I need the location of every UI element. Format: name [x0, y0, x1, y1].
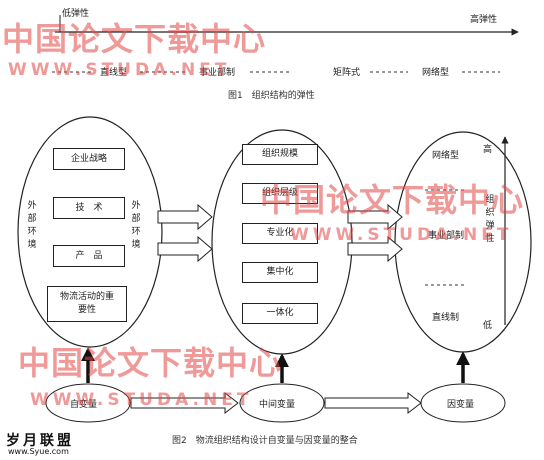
figure1-caption: 图1 组织结构的弹性 — [228, 91, 315, 101]
scale-high-label: 高 — [483, 145, 493, 155]
box-centralization: 集中化 — [242, 262, 318, 283]
dependent-network: 网络型 — [432, 151, 460, 161]
box-technology: 技 术 — [53, 197, 125, 219]
type-network: 网络型 — [422, 68, 450, 78]
node-intermediate-label: 中间变量 — [259, 400, 296, 410]
hollow-arrows — [157, 203, 403, 263]
watermark-url: WWW.STUDA.NET — [30, 390, 253, 410]
external-environment-left: 外部环境 — [27, 201, 37, 250]
watermark-text: 中国论文下载中心 — [18, 344, 283, 382]
box-specialization: 专业化 — [242, 223, 318, 244]
type-division: 事业部制 — [199, 68, 236, 78]
node-independent-label: 自变量 — [70, 400, 98, 410]
scale-low-label: 低 — [483, 321, 493, 331]
watermark-url: WWW.STUDA.NET — [290, 225, 513, 245]
independent-variables-ellipse — [17, 116, 163, 348]
watermark-text: 中国论文下载中心 — [2, 20, 267, 58]
box-org-levels: 组织层级 — [242, 183, 318, 204]
bold-up-arrows — [81, 347, 470, 383]
high-elasticity-label: 高弹性 — [470, 15, 498, 25]
box-product: 产 品 — [53, 245, 125, 267]
node-dependent-label: 因变量 — [447, 400, 475, 410]
external-environment-right: 外部环境 — [131, 201, 141, 250]
bottom-hollow-arrows — [130, 391, 422, 415]
figure2-caption: 图2 物流组织结构设计自变量与因变量的整合 — [172, 436, 358, 446]
type-line: 直线型 — [100, 68, 128, 78]
dependent-dashes — [425, 189, 466, 286]
box-integration: 一体化 — [242, 303, 318, 324]
site-logo: 岁月联盟 — [6, 433, 74, 449]
box-enterprise-strategy: 企业战略 — [53, 148, 125, 170]
box-org-scale: 组织规模 — [242, 144, 318, 165]
watermark-url: WWW.STUDA.NET — [8, 60, 231, 80]
type-matrix: 矩阵式 — [333, 68, 361, 78]
low-elasticity-label: 低弹性 — [62, 9, 90, 19]
site-logo-url: www.Syue.com — [8, 447, 69, 456]
intermediate-node-ellipse — [239, 383, 325, 423]
dependent-line: 直线制 — [432, 313, 460, 323]
independent-node-ellipse — [45, 383, 131, 423]
scale-elasticity-label: 组织弹性 — [485, 195, 495, 244]
box-logistics-importance: 物流活动的重要性 — [47, 286, 127, 322]
dependent-division: 事业部制 — [428, 231, 465, 241]
watermark-text: 中国论文下载中心 — [260, 181, 525, 219]
